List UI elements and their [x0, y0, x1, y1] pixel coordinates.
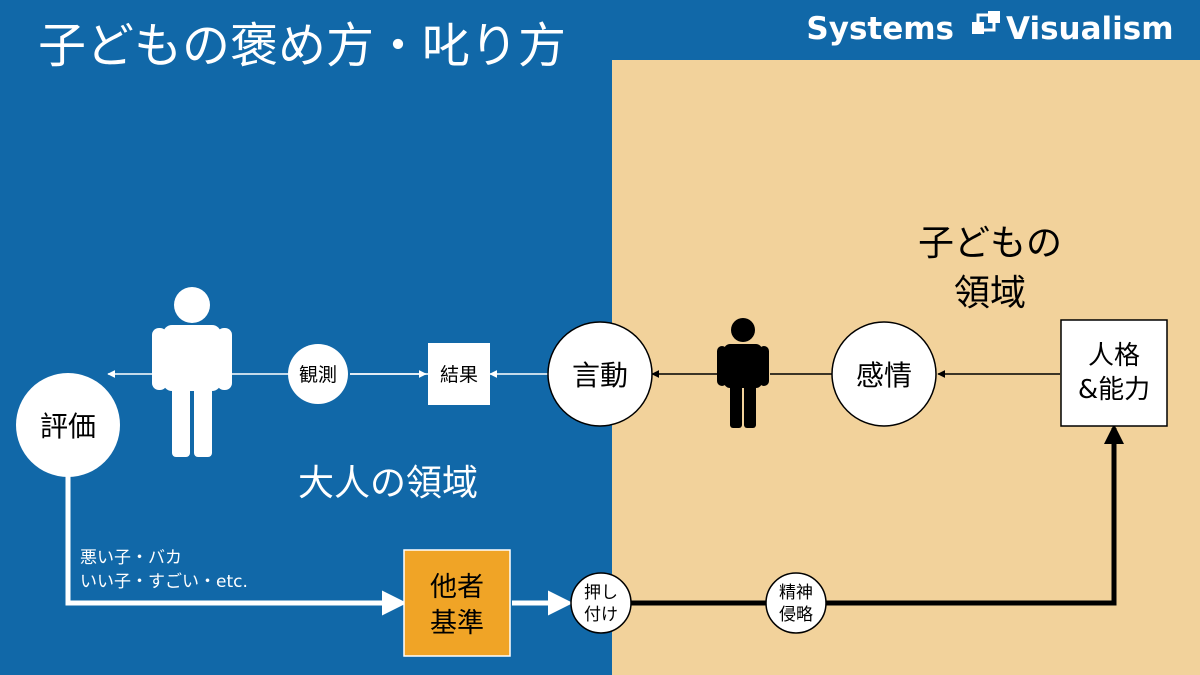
node-observation-label: 観測: [299, 364, 337, 386]
page-title: 子どもの褒め方・叱り方: [38, 18, 566, 74]
node-personality-ability: 人格 &能力: [1060, 319, 1168, 427]
node-personality-line2: &能力: [1078, 375, 1150, 405]
node-mental-invasion-line2: 侵略: [779, 605, 813, 625]
feedback-example-line2: いい子・すごい・etc.: [80, 572, 248, 592]
node-others-standard-line1: 他者: [430, 572, 484, 603]
node-emotion-label: 感情: [856, 359, 912, 392]
adult-region-label: 大人の領域: [298, 463, 478, 504]
node-words-actions-label: 言動: [572, 359, 628, 392]
node-words-actions: 言動: [547, 321, 653, 427]
node-observation: 観測: [288, 344, 348, 404]
adult-person-icon: [152, 287, 232, 457]
node-emotion: 感情: [831, 321, 937, 427]
node-mental-invasion-line1: 精神: [779, 583, 813, 603]
child-region-label-line1: 子どもの: [918, 223, 1062, 264]
brand-name-left: Systems: [806, 11, 954, 47]
node-imposition-line1: 押し: [584, 583, 618, 603]
node-evaluation: 評価: [16, 373, 120, 477]
brand-logo: Systems Visualism: [806, 11, 1174, 47]
node-imposition: 押し 付け: [570, 572, 632, 634]
node-evaluation-label: 評価: [40, 410, 96, 443]
child-person-icon: [717, 318, 769, 428]
node-others-standard: 他者 基準: [403, 549, 511, 657]
brand-name-right: Visualism: [1006, 11, 1174, 47]
node-mental-invasion: 精神 侵略: [765, 572, 827, 634]
node-result: 結果: [428, 343, 490, 405]
node-imposition-line2: 付け: [584, 605, 618, 625]
node-result-label: 結果: [440, 364, 478, 386]
diagram-logo-icon: [972, 11, 1000, 34]
feedback-example-line1: 悪い子・バカ: [80, 548, 182, 568]
node-others-standard-line2: 基準: [430, 608, 484, 639]
node-personality-line1: 人格: [1088, 341, 1140, 371]
child-region-label-line2: 領域: [954, 273, 1026, 314]
arrow-evaluation-to-standard: [65, 476, 407, 616]
